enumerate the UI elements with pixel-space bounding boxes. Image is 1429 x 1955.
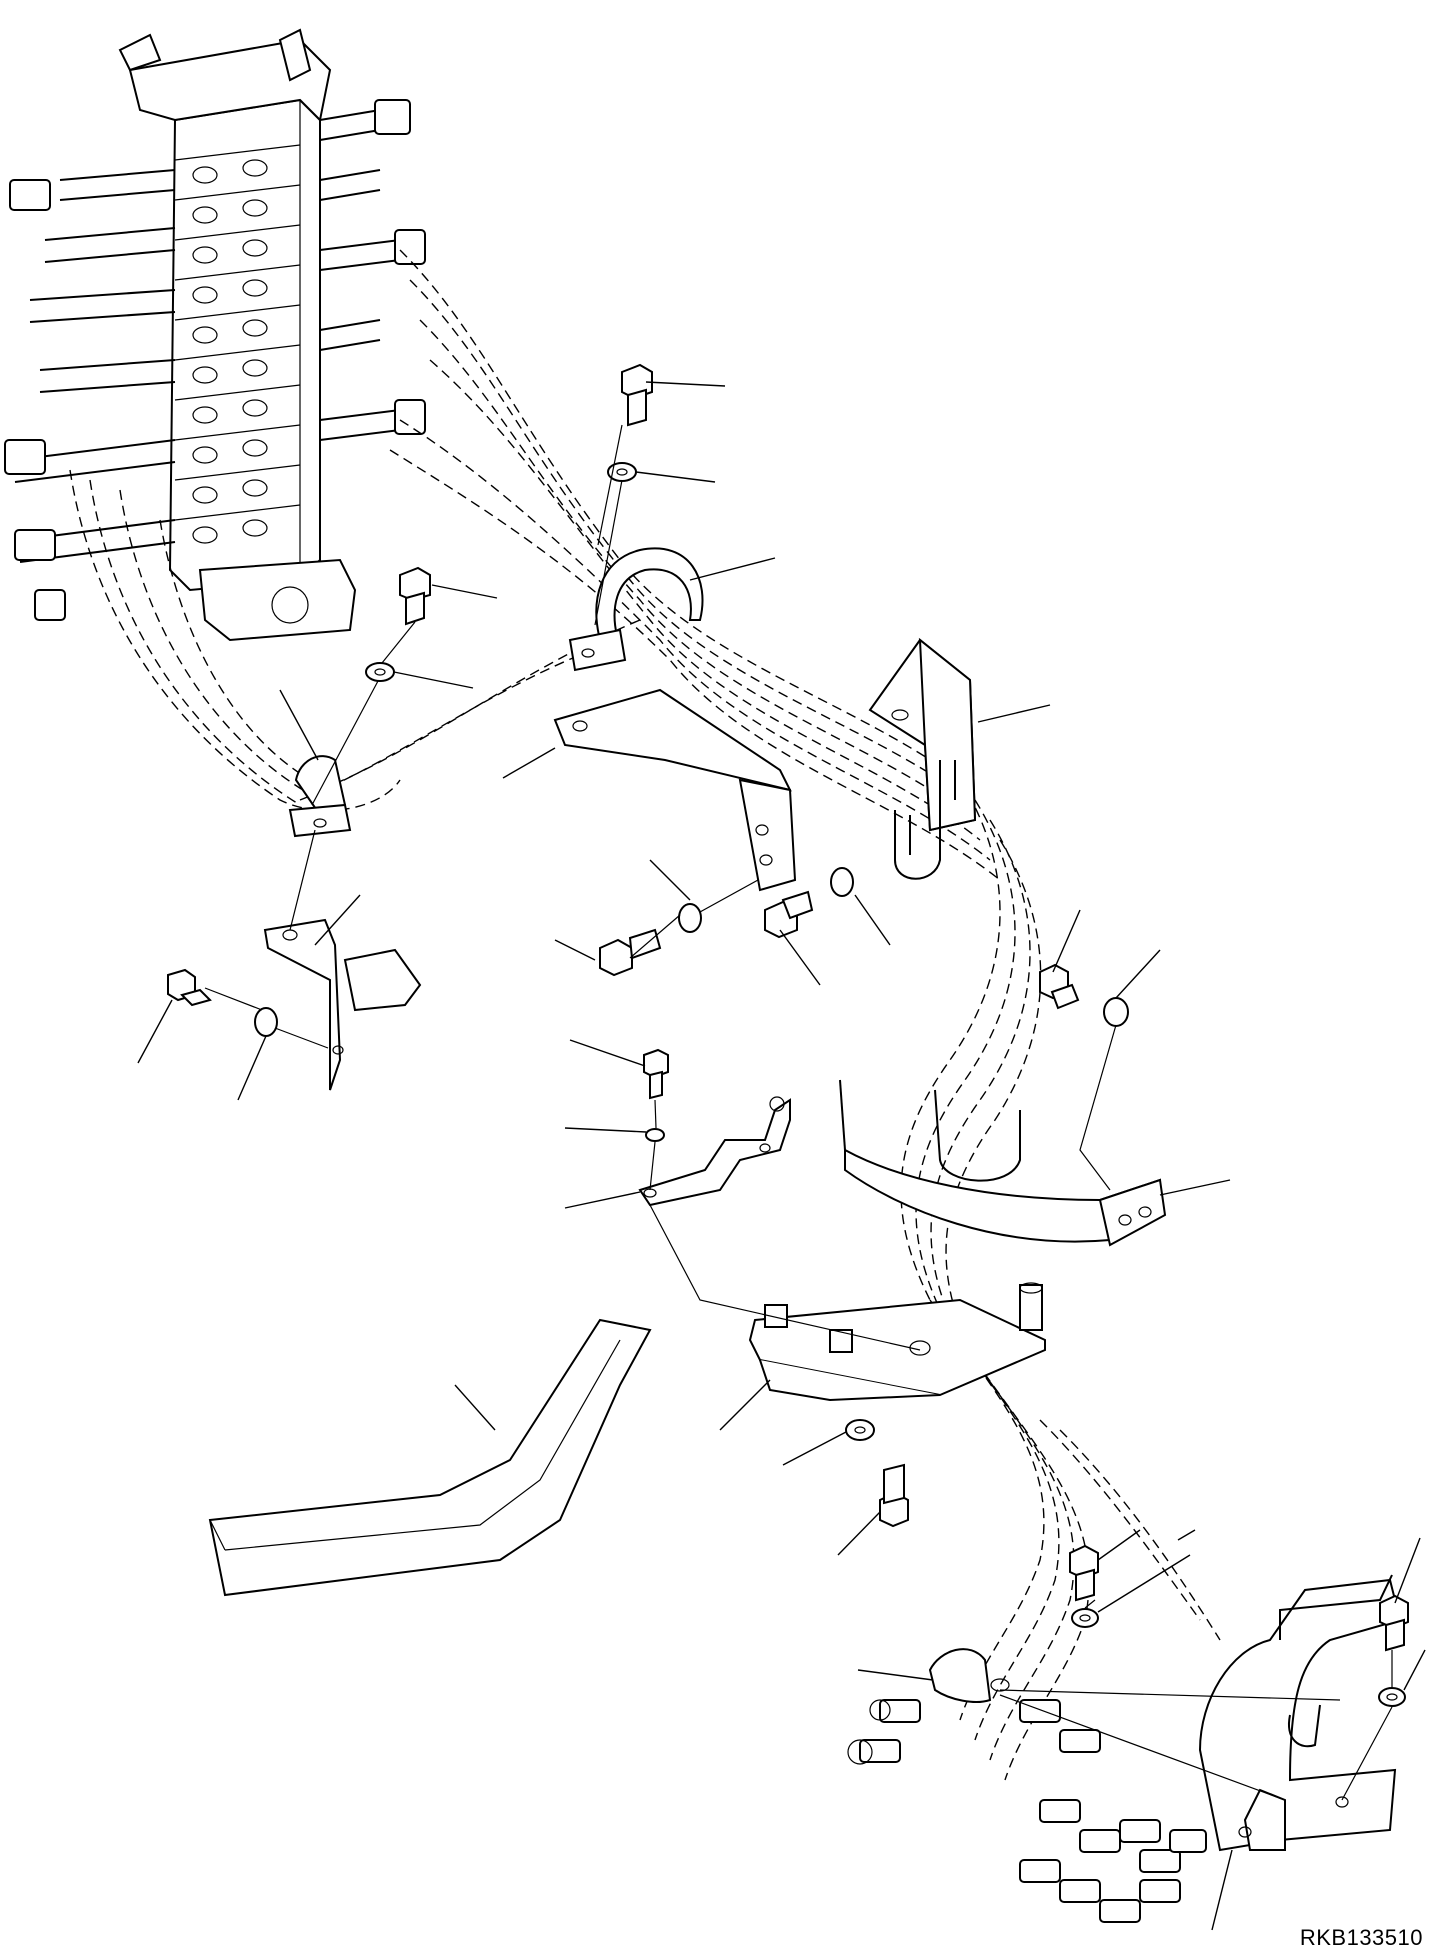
bolt	[764, 890, 814, 939]
washer	[645, 1128, 665, 1142]
washer	[678, 903, 702, 933]
bracket	[1198, 1574, 1402, 1852]
hose-clamp	[288, 755, 352, 838]
bracket	[839, 1079, 1167, 1247]
washer	[1071, 1608, 1099, 1628]
hose-clamp	[928, 1648, 1010, 1703]
drawing-code-label: RKB133510	[1299, 1925, 1423, 1950]
bracket	[263, 918, 422, 1091]
washer	[1378, 1687, 1406, 1707]
bolt	[621, 363, 653, 427]
bolt	[879, 1463, 909, 1528]
bolt	[1039, 963, 1080, 1010]
assembly-lines	[204, 424, 1393, 1801]
bracket	[553, 688, 797, 892]
washer	[845, 1419, 875, 1441]
washer	[1103, 997, 1129, 1027]
bracket	[868, 637, 977, 880]
bracket	[638, 1096, 791, 1207]
washer	[365, 662, 395, 682]
control-valve	[4, 28, 426, 642]
bolt	[1379, 1594, 1409, 1652]
washer	[254, 1007, 278, 1037]
washer	[830, 867, 854, 897]
bolt	[1069, 1544, 1099, 1602]
hose-end-fittings	[847, 1699, 1207, 1923]
callout-leader-lines	[137, 381, 1426, 1931]
bolt	[167, 968, 212, 1007]
hose-clamp	[568, 547, 704, 672]
bolt	[643, 1048, 669, 1100]
bolt	[399, 566, 431, 626]
hose-guard	[208, 1318, 652, 1597]
bracket	[748, 1282, 1046, 1402]
bolt	[599, 928, 662, 977]
